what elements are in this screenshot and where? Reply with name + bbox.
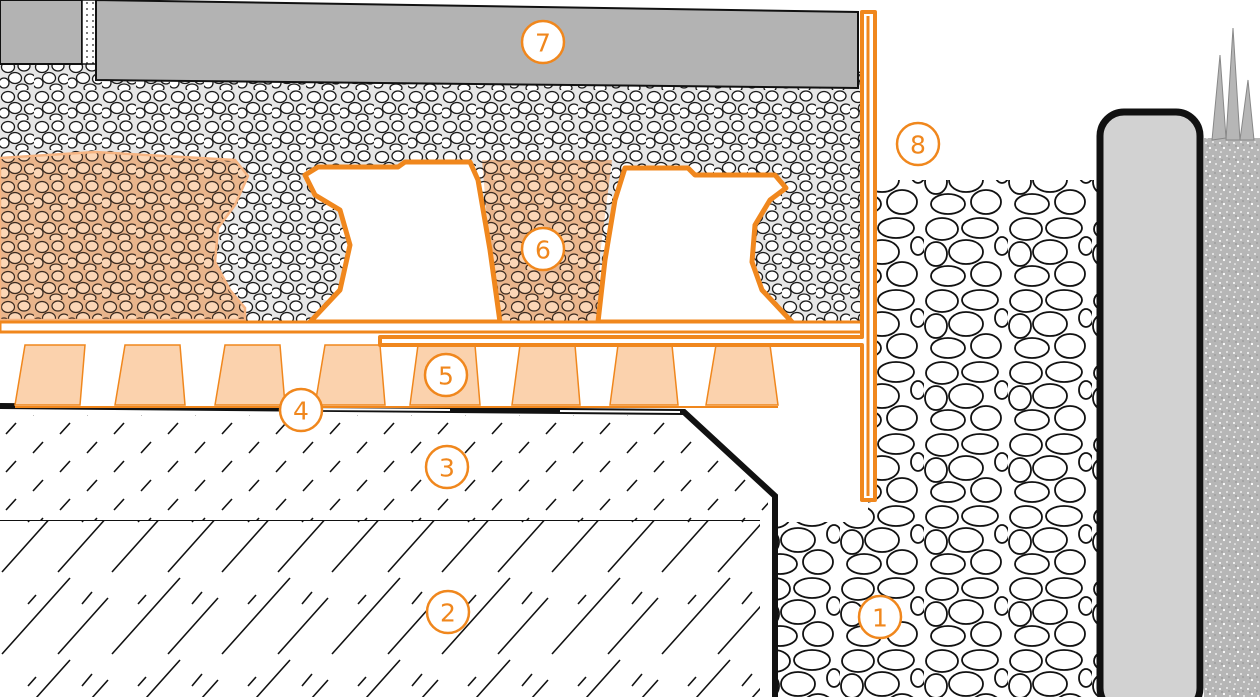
callout-7: 7	[535, 29, 551, 58]
callout-markers	[278, 19, 941, 640]
callout-labels: 1 2 3 4 5 6 7 8	[293, 29, 926, 633]
callout-circle-6	[520, 226, 566, 272]
callout-4: 4	[293, 397, 309, 426]
callout-circle-5	[423, 352, 469, 398]
paving-slab-main	[95, 0, 859, 90]
screed-layer	[0, 415, 768, 520]
callout-8: 8	[910, 131, 926, 160]
callout-circle-2	[425, 589, 471, 635]
curb-stone	[1096, 108, 1204, 697]
callout-circle-4	[278, 387, 324, 433]
callout-circle-8	[895, 121, 941, 167]
callout-circle-7	[520, 19, 566, 65]
gravel-drainage	[778, 180, 1102, 697]
callout-6: 6	[535, 236, 551, 265]
concrete-slab	[0, 520, 760, 697]
paving-slab-left	[0, 0, 83, 65]
callout-circle-3	[424, 444, 470, 490]
edge-fill	[1204, 138, 1260, 697]
pedestal-right	[595, 165, 795, 325]
edge-profile	[378, 10, 877, 502]
drainage-mat-studs	[14, 344, 779, 406]
callout-1: 1	[872, 604, 888, 633]
callout-circle-1	[857, 594, 903, 640]
callout-3: 3	[439, 454, 455, 483]
pedestal-left	[302, 159, 503, 325]
callout-2: 2	[440, 599, 456, 628]
joint-fill	[81, 0, 97, 65]
separation-fleece	[0, 320, 864, 334]
bedding-tinted-area	[0, 150, 250, 322]
callout-5: 5	[438, 362, 454, 391]
